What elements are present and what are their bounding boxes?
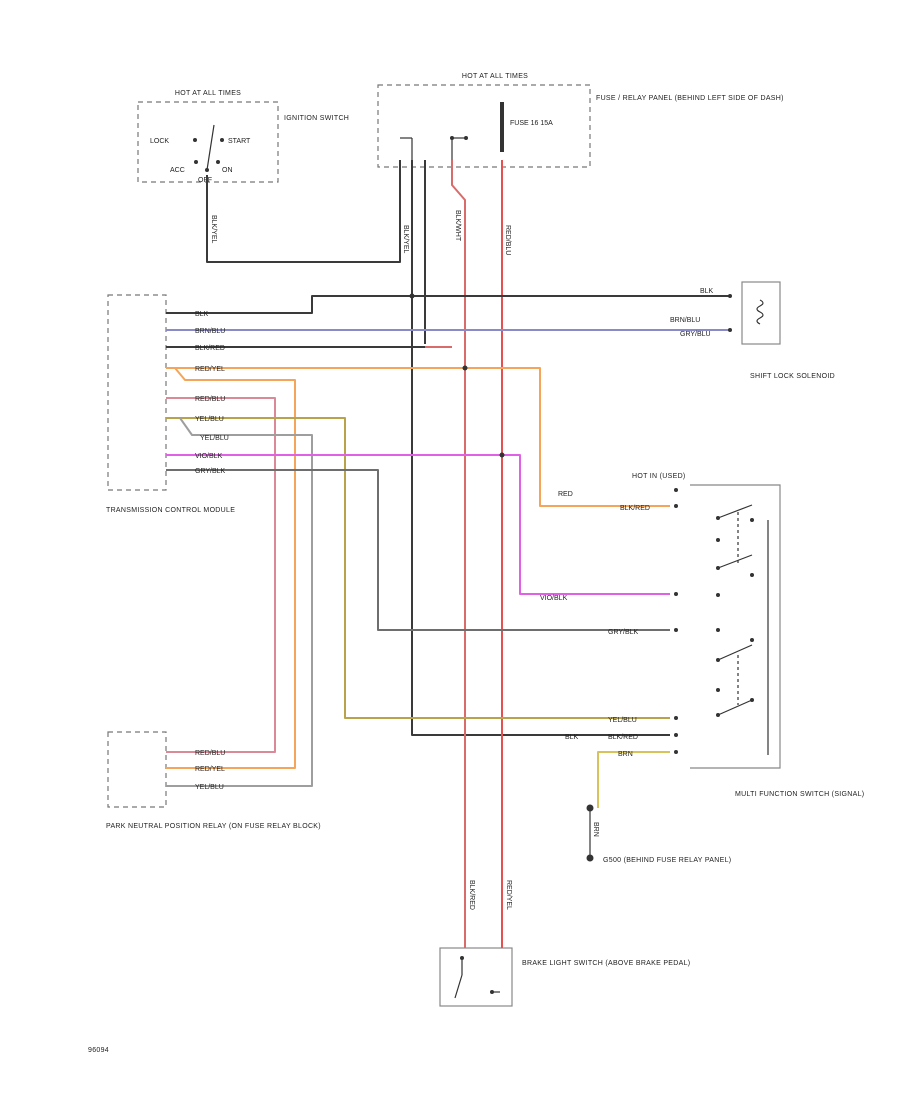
solenoid-coil-icon	[756, 299, 764, 325]
brake-light-switch-label: BRAKE LIGHT SWITCH (ABOVE BRAKE PEDAL)	[522, 960, 690, 967]
wire-label-mfs-1: BLK/RED	[620, 505, 650, 512]
fuse-relay-panel-label: FUSE / RELAY PANEL (BEHIND LEFT SIDE OF …	[596, 95, 784, 102]
ignition-switch-label: IGNITION SWITCH	[284, 115, 349, 122]
wire-label-sl-3: GRY/BLU	[680, 331, 711, 338]
wire-label-mfs-2: VIO/BLK	[540, 595, 568, 602]
wire-label-tcm-1: BLK	[195, 311, 209, 318]
wire-ignition-feed	[206, 160, 401, 263]
wire-tcm-redyel	[166, 367, 670, 507]
wire-label-mfs-5: BLK	[565, 734, 579, 741]
multi-function-switch-contacts	[716, 504, 769, 755]
wire-label-tcm-4: RED/YEL	[195, 366, 225, 373]
wire-tcm-yelblu-1	[166, 417, 670, 719]
wire-label-fuse-3: RED/BLU	[504, 225, 511, 255]
tcm-label: TRANSMISSION CONTROL MODULE	[106, 507, 235, 514]
wire-label-mfs-6: BLK/RED	[608, 734, 638, 741]
fuse-relay-panel-box	[377, 84, 591, 168]
wire-label-tcm-9: GRY/BLK	[195, 468, 226, 475]
wire-tcm-yelblu-2	[166, 417, 313, 787]
wire-label-sl-2: BRN/BLU	[670, 317, 700, 324]
multi-function-switch-label: MULTI FUNCTION SWITCH (SIGNAL)	[735, 791, 864, 798]
wire-label-brk-2: RED/YEL	[505, 880, 512, 910]
hot-in-label: HOT IN (USED)	[632, 473, 686, 480]
wire-label-tcm-6: YEL/BLU	[195, 416, 224, 423]
wire-label-tcm-7: YEL/BLU	[200, 435, 229, 442]
terminal-dots	[409, 293, 732, 754]
ignition-switch-contacts: LOCK START ACC ON OFF	[150, 124, 251, 184]
wire-label-brk-1: BLK/RED	[468, 880, 475, 910]
brake-switch-contacts	[454, 956, 500, 999]
wire-label-tcm-3: BLK/RED	[195, 345, 225, 352]
wire-label-pn-3: YEL/BLU	[195, 784, 224, 791]
wire-tcm-redblu	[166, 397, 276, 753]
park-neutral-relay-box	[107, 731, 167, 808]
wire-label-tcm-5: RED/BLU	[195, 396, 225, 403]
ignition-box-title: HOT AT ALL TIMES	[175, 90, 241, 97]
wire-label-mfs-7: BRN	[618, 751, 633, 758]
brake-light-switch-frame	[439, 947, 513, 1007]
tcm-box	[107, 294, 167, 491]
svg-text:LOCK: LOCK	[150, 138, 169, 145]
wire-label-fuse-1: BLK/YEL	[402, 225, 409, 254]
ground-label: G500 (BEHIND FUSE RELAY PANEL)	[603, 857, 731, 864]
wire-label-gnd: BRN	[592, 822, 599, 837]
park-neutral-relay-label: PARK NEUTRAL POSITION RELAY (ON FUSE REL…	[106, 823, 321, 830]
wire-label-tcm-2: BRN/BLU	[195, 328, 225, 335]
wire-tcm-blk	[166, 295, 730, 314]
wire-label-tcm-8: VIO/BLK	[195, 453, 223, 460]
wire-label-ign: BLK/YEL	[210, 215, 217, 244]
svg-text:START: START	[228, 138, 251, 145]
wire-fuse-blk	[411, 160, 670, 736]
wire-ground-brn	[597, 751, 670, 808]
wire-tcm-vioblk	[166, 454, 670, 595]
wire-tcm-redyel-pn	[166, 367, 296, 769]
wire-label-mfs-4: YEL/BLU	[608, 717, 637, 724]
svg-text:ACC: ACC	[170, 167, 185, 174]
svg-text:OFF: OFF	[198, 177, 212, 184]
multi-function-switch-frame	[690, 484, 781, 769]
wire-label-fuse-2: BLK/WHT	[454, 210, 461, 242]
shift-lock-solenoid-frame	[741, 281, 781, 345]
wire-fuse-blkred	[451, 160, 466, 948]
wire-label-mfs-red: RED	[558, 491, 573, 498]
wire-label-mfs-3: GRY/BLK	[608, 629, 639, 636]
fuse-name: FUSE 16 15A	[510, 120, 553, 127]
wire-tcm-gryblk	[166, 469, 670, 631]
wire-label-pn-2: RED/YEL	[195, 766, 225, 773]
svg-text:ON: ON	[222, 167, 233, 174]
wire-label-sl-1: BLK	[700, 288, 714, 295]
fuse-panel-contacts	[400, 102, 504, 160]
wire-label-pn-1: RED/BLU	[195, 750, 225, 757]
fuse-box-title: HOT AT ALL TIMES	[462, 73, 528, 80]
shift-lock-solenoid-label: SHIFT LOCK SOLENOID	[750, 373, 835, 380]
footer-code: 96094	[88, 1047, 109, 1054]
ground-icon	[586, 804, 594, 862]
